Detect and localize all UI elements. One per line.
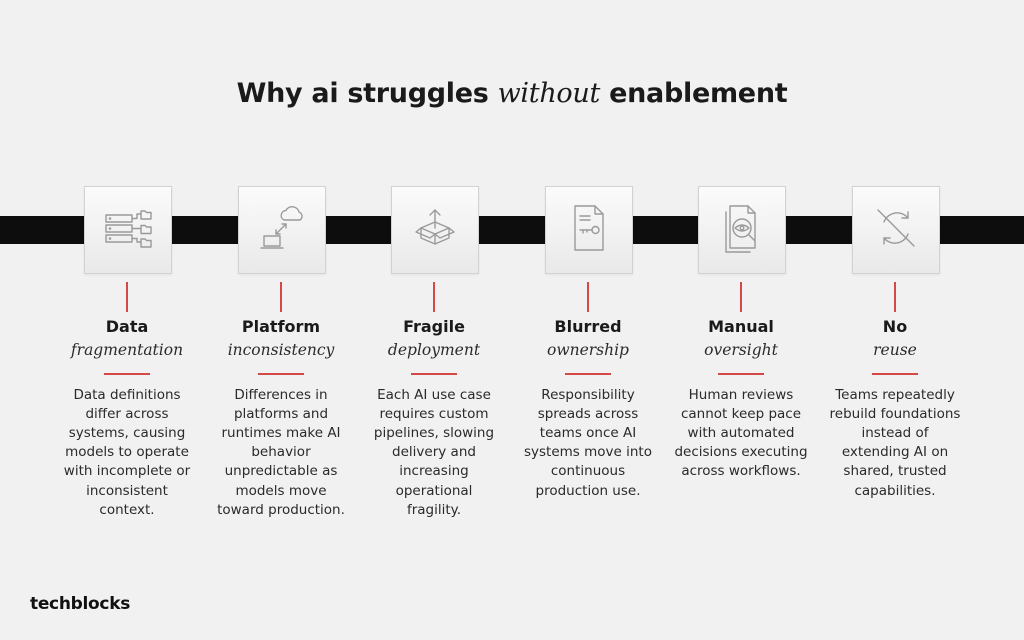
step-platform-inconsistency: Platform inconsistency Differences in pl… [206,317,356,520]
step-label-bold: Data [105,317,149,336]
step-label-bold: Fragile [403,317,465,336]
connector-line [126,282,128,312]
cloud-laptop-sync-icon [254,200,310,260]
step-no-reuse: No reuse Teams repeatedly rebuild founda… [820,317,970,501]
step-description: Each AI use case requires custom pipelin… [373,386,495,518]
step-blurred-ownership: Blurred ownership Responsibility spreads… [513,317,663,501]
step-label-italic: ownership [547,341,629,359]
document-eye-search-icon [714,200,770,260]
document-key-icon [561,200,617,260]
step-label-italic: reuse [873,341,917,359]
no-reuse-sync-icon [868,200,924,260]
accent-rule [411,373,457,375]
step-label-bold: Platform [241,317,321,336]
step-card-platform-inconsistency [238,186,326,274]
step-label-italic: inconsistency [227,341,335,359]
connector-line [587,282,589,312]
step-label-bold: Blurred [554,317,622,336]
step-card-data-fragmentation [84,186,172,274]
title-part-1: Why ai struggles [236,78,489,109]
page-title: Why ai struggles without enablement [0,78,1024,109]
step-card-blurred-ownership [545,186,633,274]
step-description: Data definitions differ across systems, … [63,386,191,518]
step-label-italic: deployment [387,341,481,359]
title-emphasis: without [497,78,601,109]
connector-line [740,282,742,312]
step-data-fragmentation: Data fragmentation Data definitions diff… [52,317,202,520]
accent-rule [104,373,150,375]
step-manual-oversight: Manual oversight Human reviews cannot ke… [666,317,816,482]
step-description: Human reviews cannot keep pace with auto… [674,386,808,480]
data-flow-icon [100,200,156,260]
step-fragile-deployment: Fragile deployment Each AI use case requ… [359,317,509,520]
connector-line [280,282,282,312]
step-description: Responsibility spreads across teams once… [524,386,652,499]
accent-rule [872,373,918,375]
brand-logo: techblocks [30,594,131,614]
step-description: Differences in platforms and runtimes ma… [217,386,345,518]
accent-rule [258,373,304,375]
step-card-no-reuse [852,186,940,274]
step-card-manual-oversight [698,186,786,274]
open-box-upload-icon [407,200,463,260]
accent-rule [718,373,764,375]
connector-line [894,282,896,312]
step-label-italic: fragmentation [70,341,184,359]
step-label-italic: oversight [704,341,778,359]
step-label-bold: Manual [708,317,774,336]
accent-rule [565,373,611,375]
step-description: Teams repeatedly rebuild foundations ins… [829,386,961,499]
step-card-fragile-deployment [391,186,479,274]
connector-line [433,282,435,312]
title-part-2: enablement [609,78,788,109]
step-label-bold: No [882,317,908,336]
